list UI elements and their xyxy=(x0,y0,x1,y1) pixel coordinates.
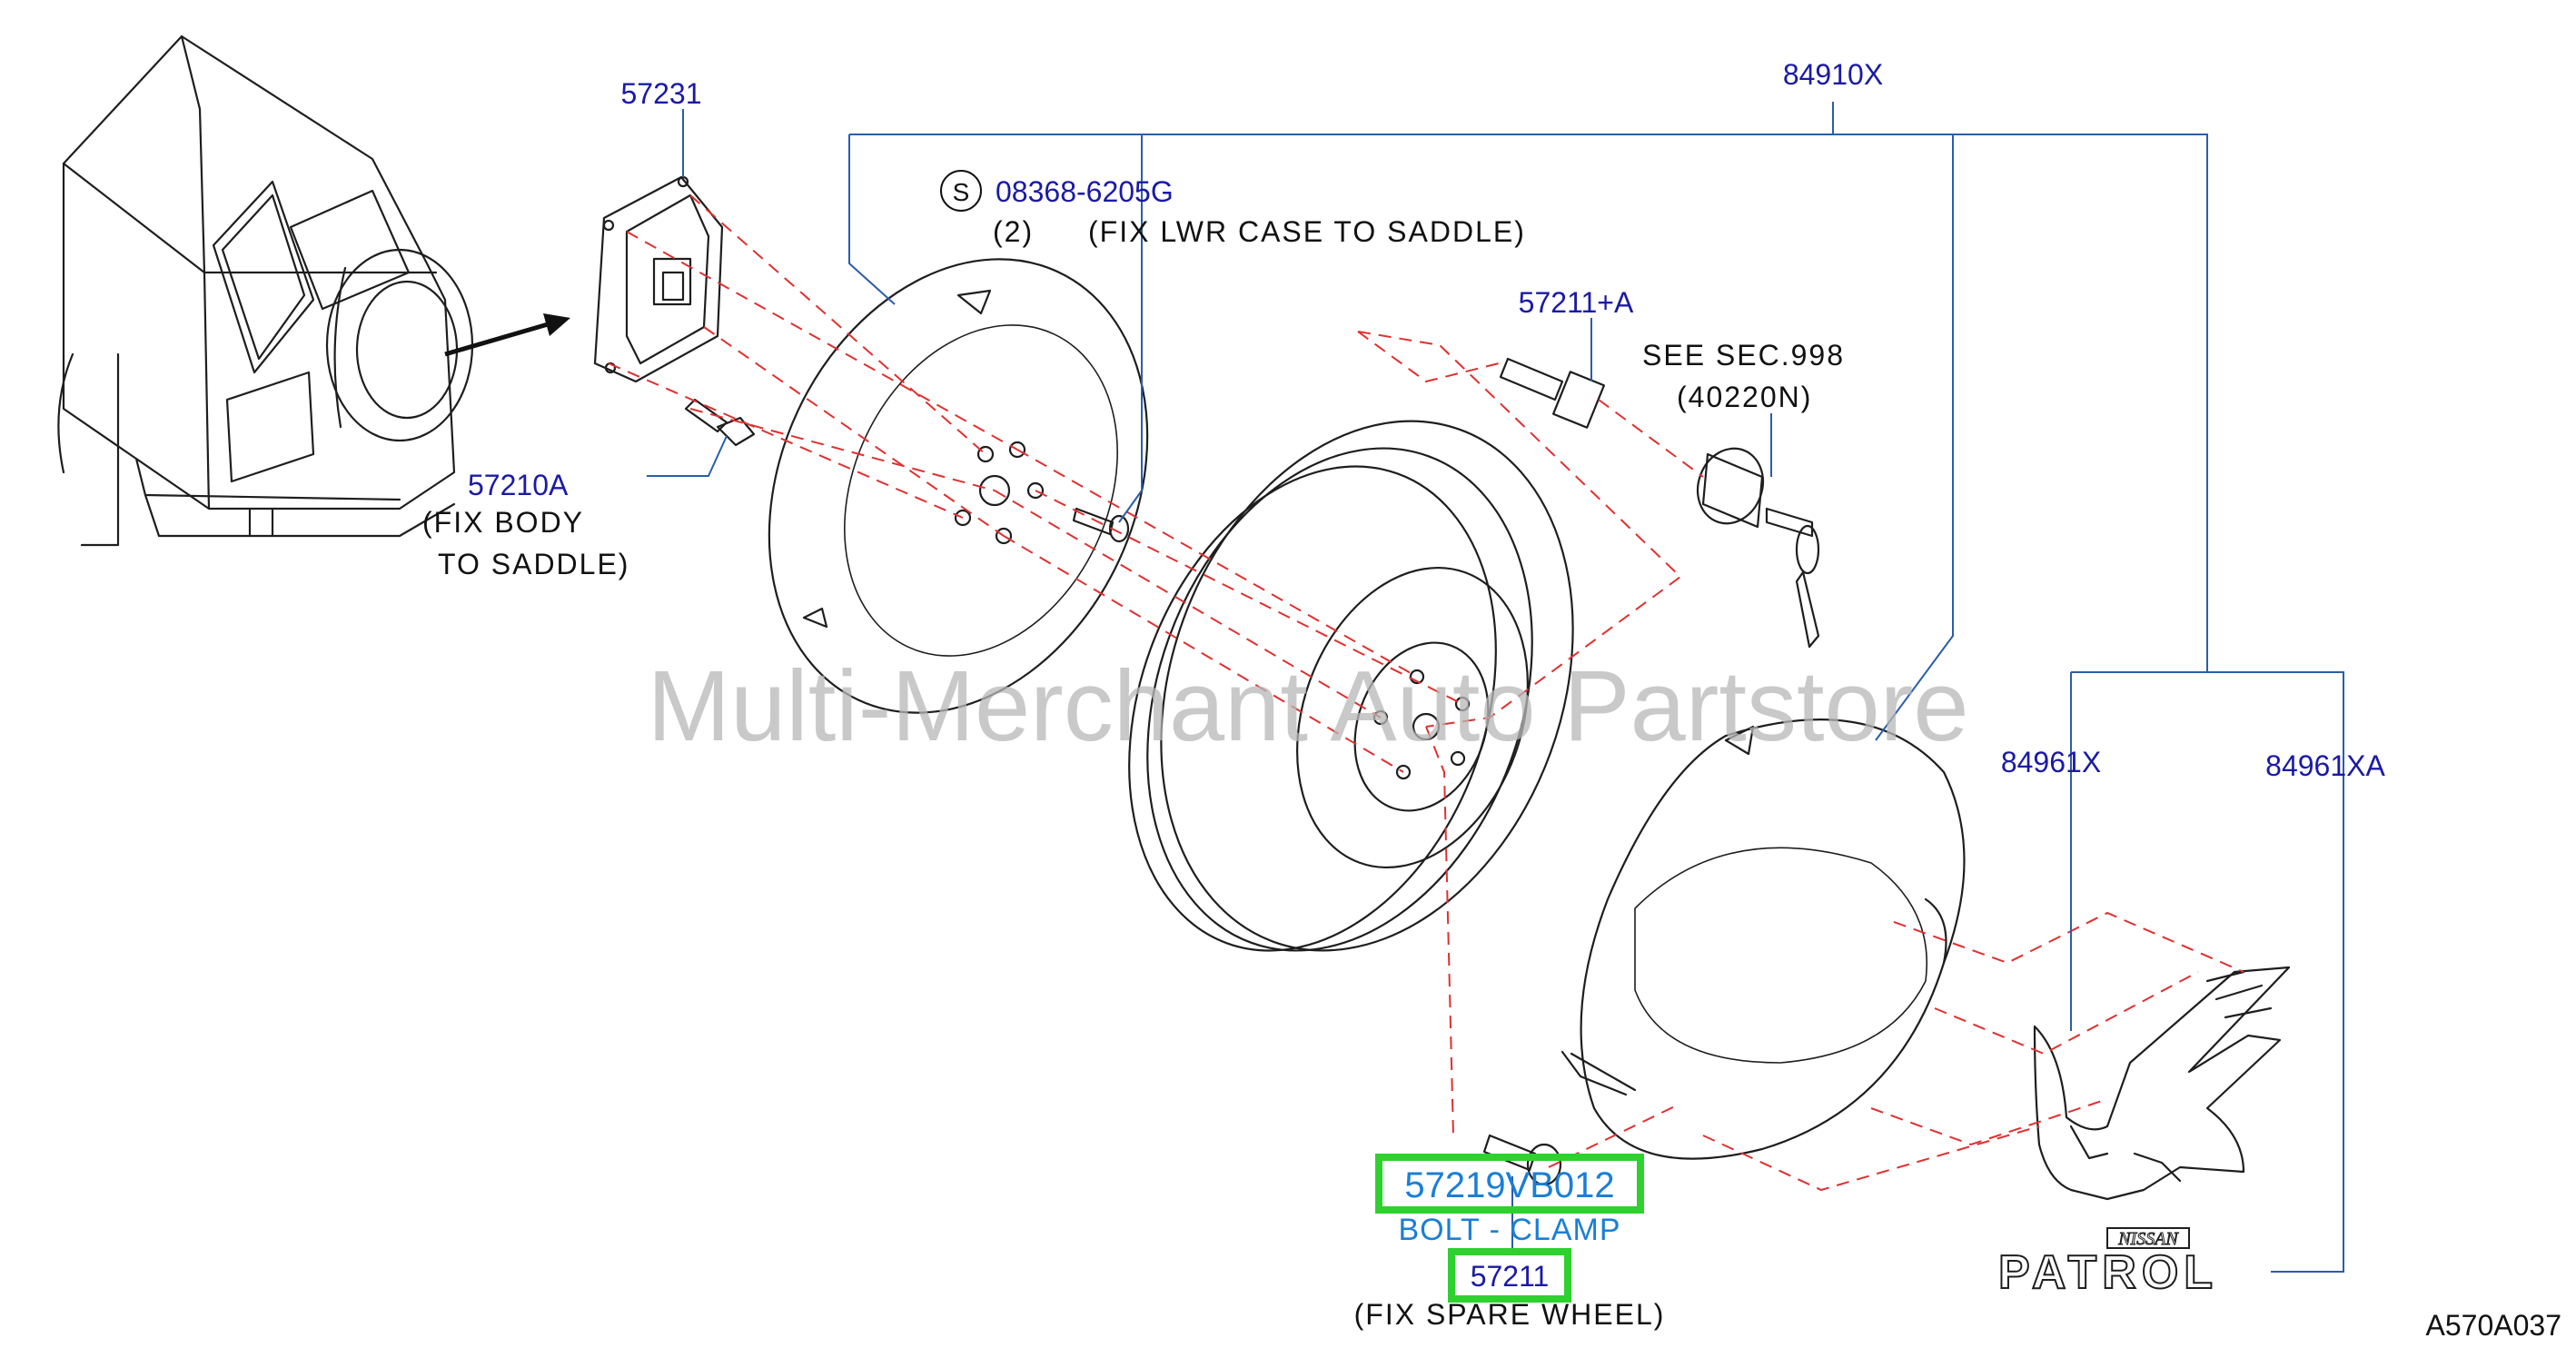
vehicle-rear-illustration xyxy=(57,35,474,547)
note-57210a-line2: TO SADDLE) xyxy=(438,548,629,580)
watermark-text: Multi-Merchant Auto Partstore xyxy=(647,650,1968,762)
emblem-brand: NISSAN xyxy=(2117,1229,2179,1249)
note-08368: (FIX LWR CASE TO SADDLE) xyxy=(1088,215,1526,248)
saddle-bracket xyxy=(593,175,724,383)
s-symbol: S xyxy=(953,178,970,206)
lock-cylinder-illustration xyxy=(1697,447,1820,649)
lower-case-illustration xyxy=(768,258,1149,714)
part-label-84961x[interactable]: 84961X xyxy=(2001,746,2101,778)
highlight-box-57211 xyxy=(1448,1248,1571,1303)
note-see-sec-part: (40220N) xyxy=(1677,381,1812,413)
note-see-sec: SEE SEC.998 xyxy=(1642,339,1845,372)
part-label-84910x[interactable]: 84910X xyxy=(1783,58,1883,91)
patrol-emblem-illustration: NISSAN PATROL xyxy=(1997,1227,2218,1300)
figure-code: A570A037 xyxy=(2426,1309,2561,1342)
part-label-57211a[interactable]: 57211+A xyxy=(1519,286,1634,319)
eagle-emblem-illustration xyxy=(2033,966,2291,1201)
part-label-08368-6205g[interactable]: 08368-6205G xyxy=(996,175,1174,208)
part-label-57210a[interactable]: 57210A xyxy=(468,469,569,501)
tire-cover-illustration xyxy=(1560,719,1966,1160)
part-label-57219vb012[interactable]: 57219VB012 xyxy=(1404,1165,1614,1205)
vehicle-arrow xyxy=(444,320,555,357)
note-57211: (FIX SPARE WHEEL) xyxy=(1354,1298,1666,1331)
part-label-57211[interactable]: 57211 xyxy=(1471,1260,1550,1293)
part-label-84961xa[interactable]: 84961XA xyxy=(2265,749,2385,782)
highlight-box-57219vb012 xyxy=(1375,1154,1644,1214)
part-label-57231[interactable]: 57231 xyxy=(621,77,702,110)
note-08368-qty: (2) xyxy=(993,215,1034,248)
spare-wheel-illustration xyxy=(1128,420,1574,952)
leader-lines xyxy=(647,102,2344,1273)
valve-57211a-illustration xyxy=(1499,357,1606,429)
note-57210a-line1: (FIX BODY xyxy=(422,506,584,539)
emblem-model: PATROL xyxy=(1998,1246,2218,1299)
part-description-bolt-clamp: BOLT - CLAMP xyxy=(1398,1213,1620,1247)
s-symbol-circle xyxy=(940,170,982,212)
bolt-clamp-illustration xyxy=(1482,1134,1562,1186)
